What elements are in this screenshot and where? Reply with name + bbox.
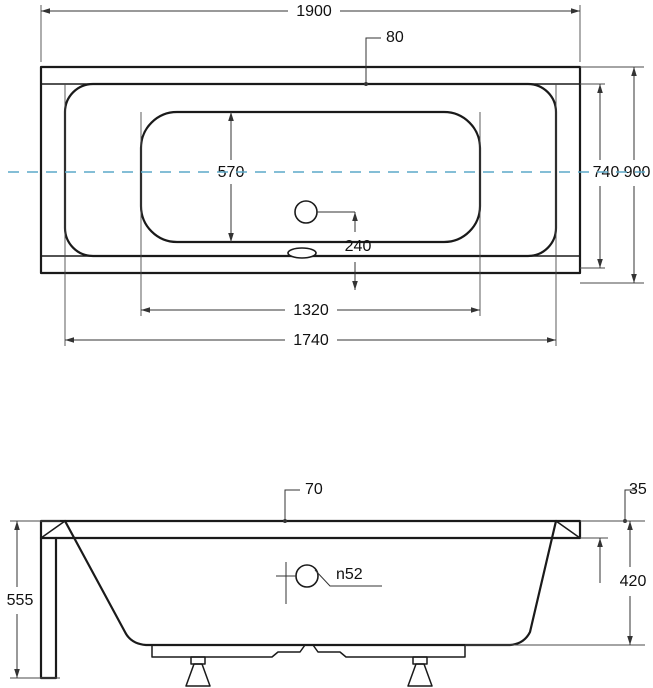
plan-inner-rim <box>63 82 558 258</box>
dim-label-n52: n52 <box>336 566 363 583</box>
leader-line-80 <box>364 37 381 86</box>
side-right-rim-return <box>555 520 581 539</box>
leader-line-n52 <box>314 569 382 587</box>
support-foot-left <box>185 656 211 687</box>
drain-circle-icon <box>294 200 318 224</box>
side-left-rim-return <box>40 520 66 539</box>
dim-label-1740: 1740 <box>293 332 329 349</box>
overflow-ellipse-icon <box>287 247 317 259</box>
side-frame-rail-left <box>151 644 306 658</box>
dim-label-80: 80 <box>386 29 404 46</box>
waste-circle-icon <box>295 564 319 588</box>
dim-label-1320: 1320 <box>293 302 329 319</box>
side-left-support-panel <box>39 536 58 680</box>
plan-view-group: 1900 80 570 240 1320 1740 740 <box>8 3 650 349</box>
side-tub-profile <box>63 519 558 647</box>
dim-label-35: 35 <box>629 481 647 498</box>
side-frame-rail-right <box>312 644 466 658</box>
dim-label-70: 70 <box>305 481 323 498</box>
dim-label-240: 240 <box>345 238 372 255</box>
dim-label-555: 555 <box>7 592 34 609</box>
leader-line-35 <box>623 489 636 523</box>
plan-outer-body <box>39 65 582 275</box>
leader-line-70 <box>283 489 300 523</box>
support-foot-right <box>407 656 433 687</box>
dim-label-420: 420 <box>620 573 647 590</box>
side-view-group: n52 70 35 555 420 <box>7 481 647 687</box>
dim-label-1900: 1900 <box>296 3 332 20</box>
side-rim-slab <box>39 519 582 540</box>
dim-label-570: 570 <box>218 164 245 181</box>
